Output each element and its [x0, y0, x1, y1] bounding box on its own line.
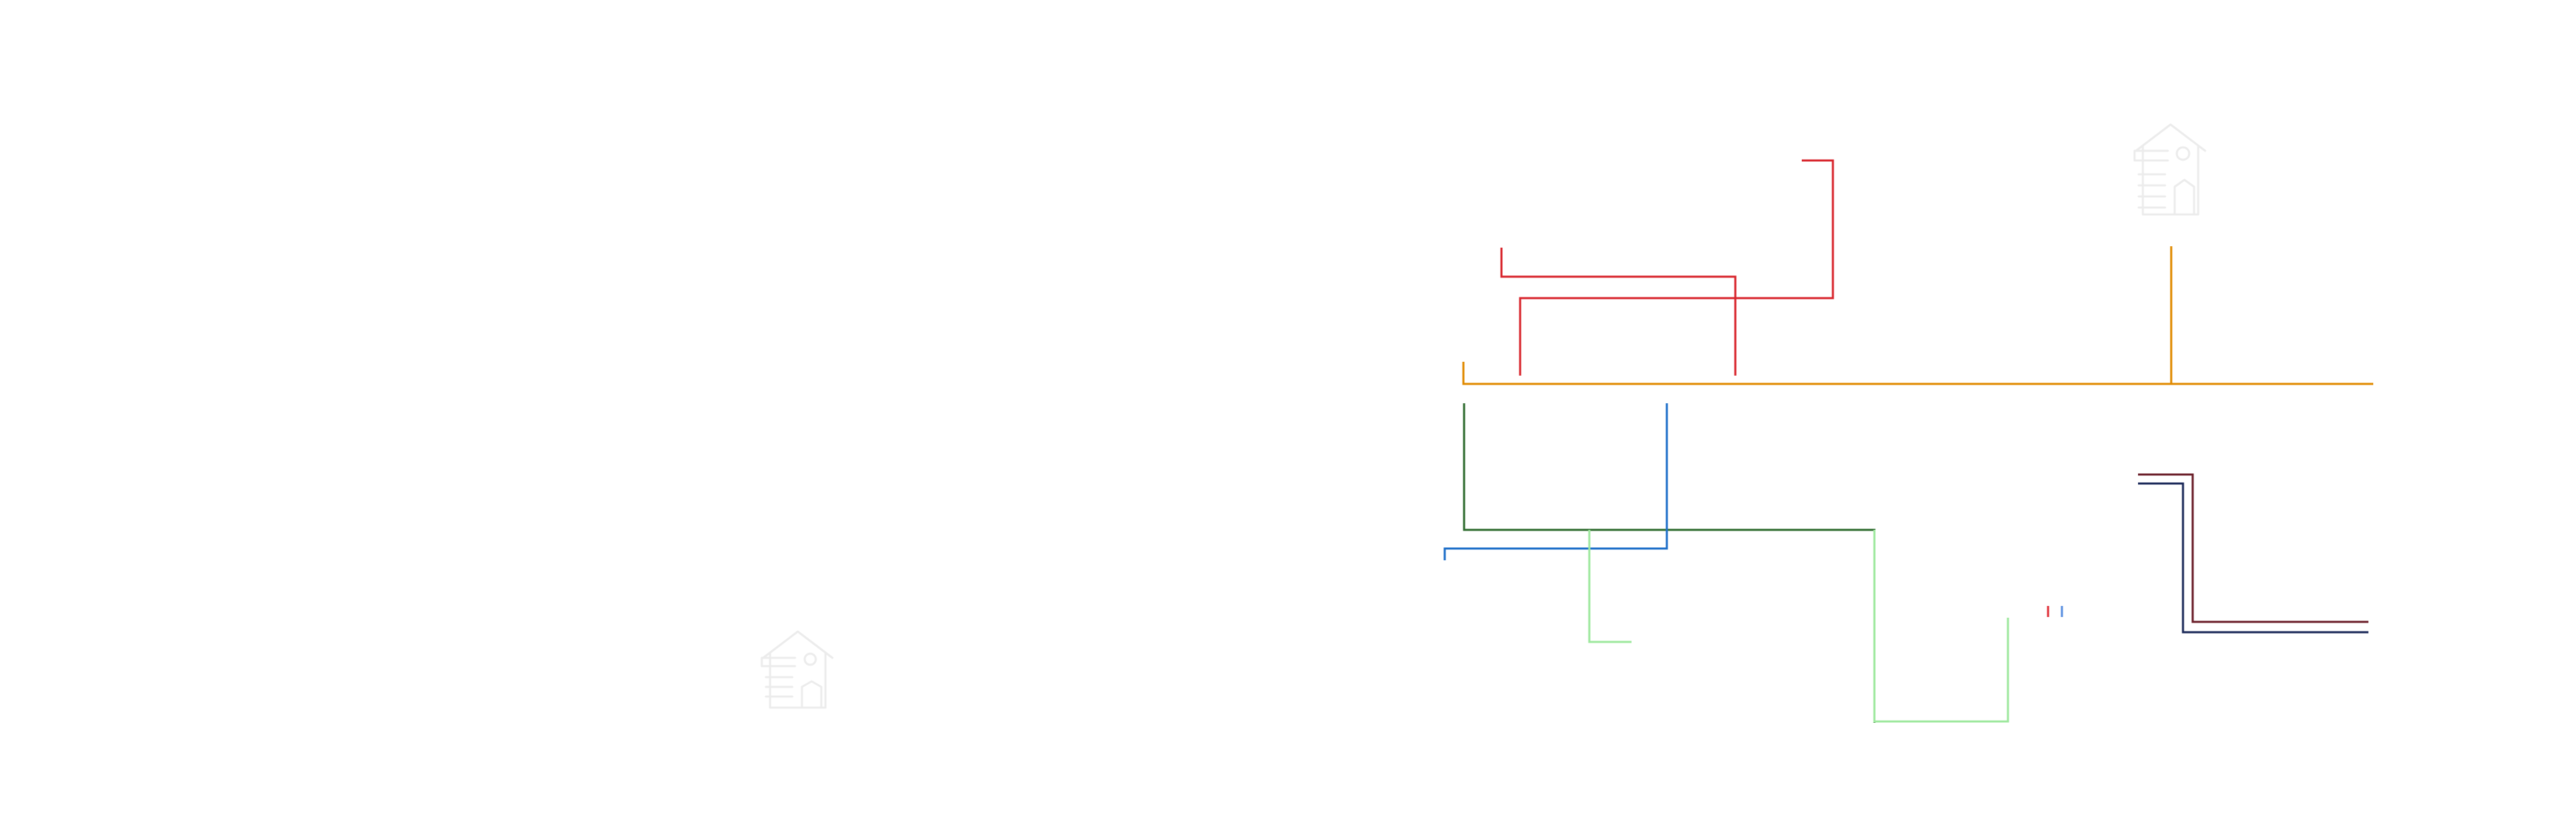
- house-icon: [760, 630, 834, 709]
- light-green-route-a-line: [1588, 530, 1632, 643]
- red-route-b-line: [1519, 159, 1834, 376]
- maroon-route-line: [2138, 473, 2368, 623]
- navy-route-line: [2138, 482, 2368, 634]
- orange-route-line: [1462, 362, 2373, 385]
- red-route-a-line: [1500, 248, 1737, 376]
- house-icon: [2133, 123, 2207, 216]
- light-green-route-b-line: [1873, 530, 2009, 723]
- blue-route-line: [1443, 403, 1668, 560]
